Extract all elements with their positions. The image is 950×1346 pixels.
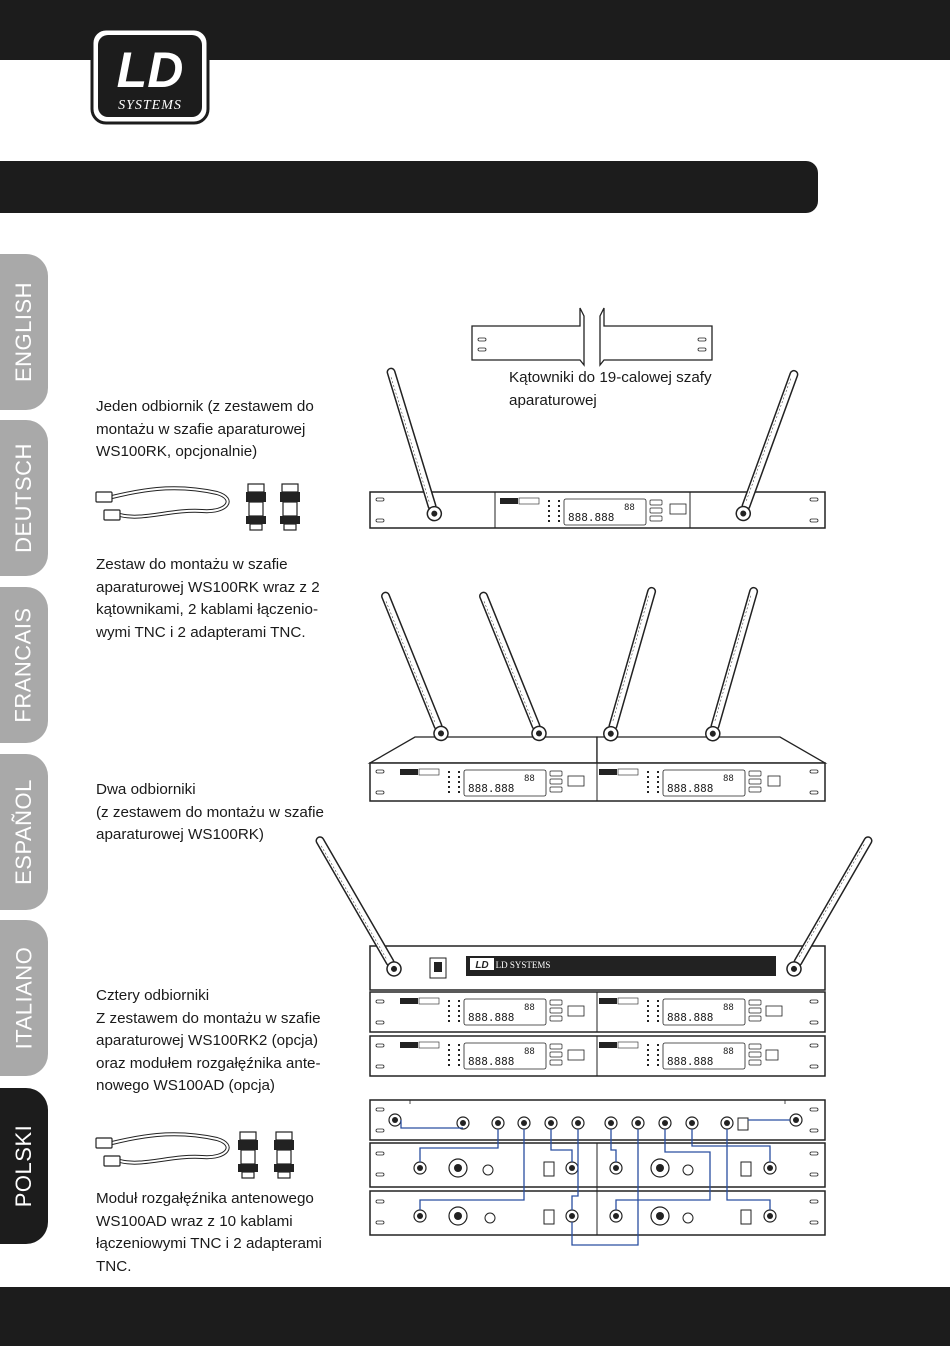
two-receivers-text: Dwa odbiorniki (z zestawem do montażu w … <box>96 781 324 843</box>
tab-english[interactable]: ENGLISH <box>0 254 48 410</box>
single-receiver-text: Jeden odbiornik (z zestawem do montażu w… <box>96 398 314 460</box>
rack-kit-accessories <box>94 483 301 531</box>
svg-text:LD: LD <box>117 42 184 98</box>
svg-text:LD SYSTEMS: LD SYSTEMS <box>496 960 551 970</box>
splitter-module-text: Moduł rozgałęźnika antenowego WS100AD wr… <box>96 1190 322 1275</box>
four-receivers-text: Cztery odbiorniki Z zestawem do montażu … <box>96 987 321 1094</box>
brackets-caption: Kątowniki do 19-calowej szafy aparaturow… <box>509 369 712 409</box>
four-receivers-drawing: LD LD SYSTEMS <box>314 837 874 1077</box>
two-receivers-drawing <box>367 589 828 802</box>
footer-bar <box>0 1287 950 1346</box>
tab-francais[interactable]: FRANCAIS <box>0 587 48 743</box>
tab-deutsch[interactable]: DEUTSCH <box>0 420 48 576</box>
rack-brackets-drawing <box>471 307 713 367</box>
svg-text:SYSTEMS: SYSTEMS <box>118 98 182 113</box>
tab-italiano[interactable]: ITALIANO <box>0 920 48 1076</box>
tab-espanol[interactable]: ESPAÑOL <box>0 754 48 910</box>
svg-text:LD: LD <box>475 960 488 971</box>
splitter-rear-drawing <box>369 1099 826 1246</box>
rack-kit-text: Zestaw do montażu w szafie aparaturowej … <box>96 556 320 641</box>
splitter-accessories <box>94 1131 295 1179</box>
section-title-bar <box>0 161 818 213</box>
tab-polski[interactable]: POLSKI <box>0 1088 48 1244</box>
ld-systems-logo: LD SYSTEMS <box>90 27 210 125</box>
single-receiver-drawing <box>369 370 826 529</box>
